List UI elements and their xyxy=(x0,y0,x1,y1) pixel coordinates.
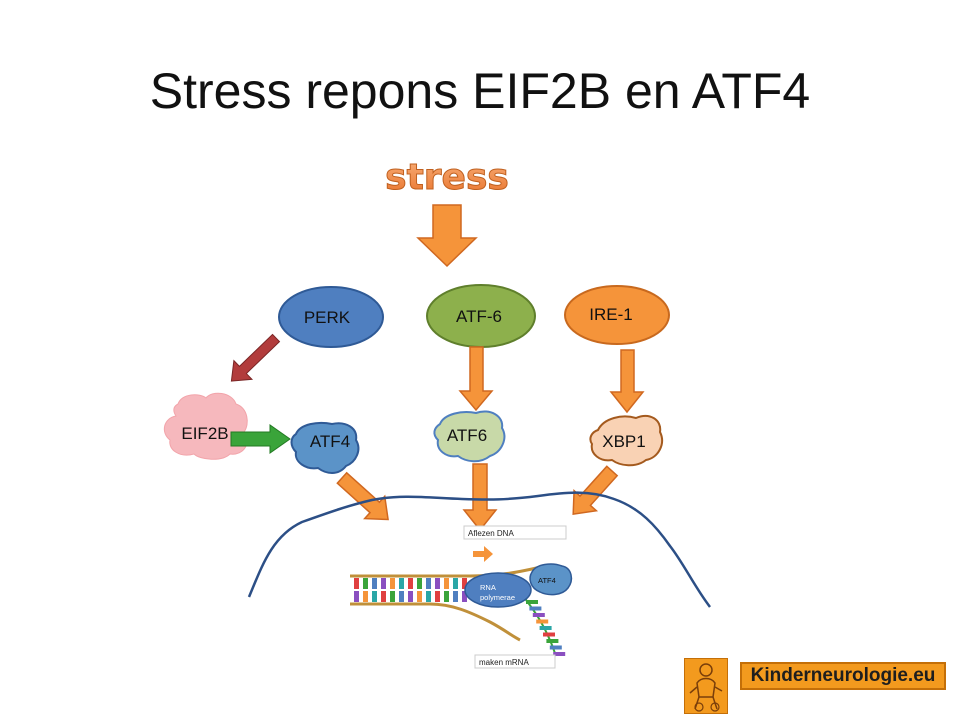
logo-text[interactable]: Kinderneurologie.eu xyxy=(740,662,946,690)
xbp1-node: XBP1 xyxy=(589,414,664,467)
rna-polymerase-label-2: polymerae xyxy=(480,593,515,602)
perk-to-eif2b-arrow xyxy=(230,333,281,382)
dna-base-bottom xyxy=(390,591,395,602)
slide-title: Stress repons EIF2B en ATF4 xyxy=(149,63,811,119)
site-logo[interactable]: Kinderneurologie.eu xyxy=(684,658,950,716)
eif2b-label: EIF2B xyxy=(181,424,228,443)
mrna-base xyxy=(529,606,542,611)
ire1-node: IRE-1 xyxy=(564,285,670,345)
stress-label: stress xyxy=(385,157,509,198)
dna-base-bottom xyxy=(399,591,404,602)
dna-base-bottom xyxy=(417,591,422,602)
dna-base-top xyxy=(453,578,458,589)
make-mrna-label: maken mRNA xyxy=(479,658,529,667)
rna-polymerase-label-1: RNA xyxy=(480,583,496,592)
atf6-sensor-label: ATF-6 xyxy=(456,307,502,326)
dna-base-top xyxy=(363,578,368,589)
xbp1-to-dna-arrow xyxy=(572,465,619,515)
read-direction-arrow xyxy=(473,546,493,562)
dna-base-bottom xyxy=(408,591,413,602)
dna-base-top xyxy=(399,578,404,589)
dna-base-top xyxy=(426,578,431,589)
eif2b-node: EIF2B xyxy=(163,392,248,460)
perk-node: PERK xyxy=(278,286,384,348)
dna-base-bottom xyxy=(354,591,359,602)
dna-base-top xyxy=(372,578,377,589)
mrna-base xyxy=(532,613,545,617)
mrna-base xyxy=(526,600,538,604)
perk-label: PERK xyxy=(304,308,351,327)
nuclear-membrane xyxy=(247,491,711,608)
make-mrna-label-box: maken mRNA xyxy=(474,654,556,669)
dna-rungs xyxy=(354,578,467,602)
atf4-to-dna-arrow xyxy=(336,471,389,521)
stress-down-arrow xyxy=(416,204,478,268)
dna-base-bottom xyxy=(453,591,458,602)
read-dna-label: Aflezen DNA xyxy=(468,529,514,538)
ire1-label: IRE-1 xyxy=(589,305,632,324)
dna-base-top xyxy=(462,578,467,589)
dna-base-top xyxy=(417,578,422,589)
dna-base-top xyxy=(381,578,386,589)
dna-base-bottom xyxy=(444,591,449,602)
mrna-strand xyxy=(526,600,566,656)
dna-base-top xyxy=(444,578,449,589)
atf6-node: ATF6 xyxy=(433,410,506,463)
atf4-label: ATF4 xyxy=(310,432,350,451)
atf4-node: ATF4 xyxy=(290,421,360,474)
atf6-to-dna-arrow xyxy=(462,463,498,532)
ire1-down-arrow xyxy=(609,349,645,414)
atf6-sensor-node: ATF-6 xyxy=(426,284,536,348)
read-dna-label-box: Aflezen DNA xyxy=(463,525,567,540)
logo-figure-icon xyxy=(684,658,728,714)
dna-base-bottom xyxy=(381,591,386,602)
rna-polymerase: RNA polymerae xyxy=(464,572,532,608)
dna-base-top xyxy=(435,578,440,589)
atf6-down-arrow xyxy=(458,346,494,412)
dna-base-bottom xyxy=(363,591,368,602)
eif2b-to-atf4-arrow xyxy=(230,424,291,454)
mrna-base xyxy=(549,645,562,650)
mrna-base xyxy=(553,652,566,656)
mrna-base xyxy=(536,619,549,624)
dna-base-bottom xyxy=(426,591,431,602)
mrna-base xyxy=(543,632,555,637)
dna-base-top xyxy=(354,578,359,589)
dna-base-bottom xyxy=(372,591,377,602)
dna-base-top xyxy=(390,578,395,589)
mrna-base xyxy=(539,626,552,630)
atf4-small-label: ATF4 xyxy=(538,576,556,585)
dna-base-bottom xyxy=(435,591,440,602)
atf4-small-node: ATF4 xyxy=(529,563,573,596)
atf6-label: ATF6 xyxy=(447,426,487,445)
xbp1-label: XBP1 xyxy=(602,432,645,451)
mrna-base xyxy=(546,639,559,643)
dna-base-bottom xyxy=(462,591,467,602)
dna-base-top xyxy=(408,578,413,589)
